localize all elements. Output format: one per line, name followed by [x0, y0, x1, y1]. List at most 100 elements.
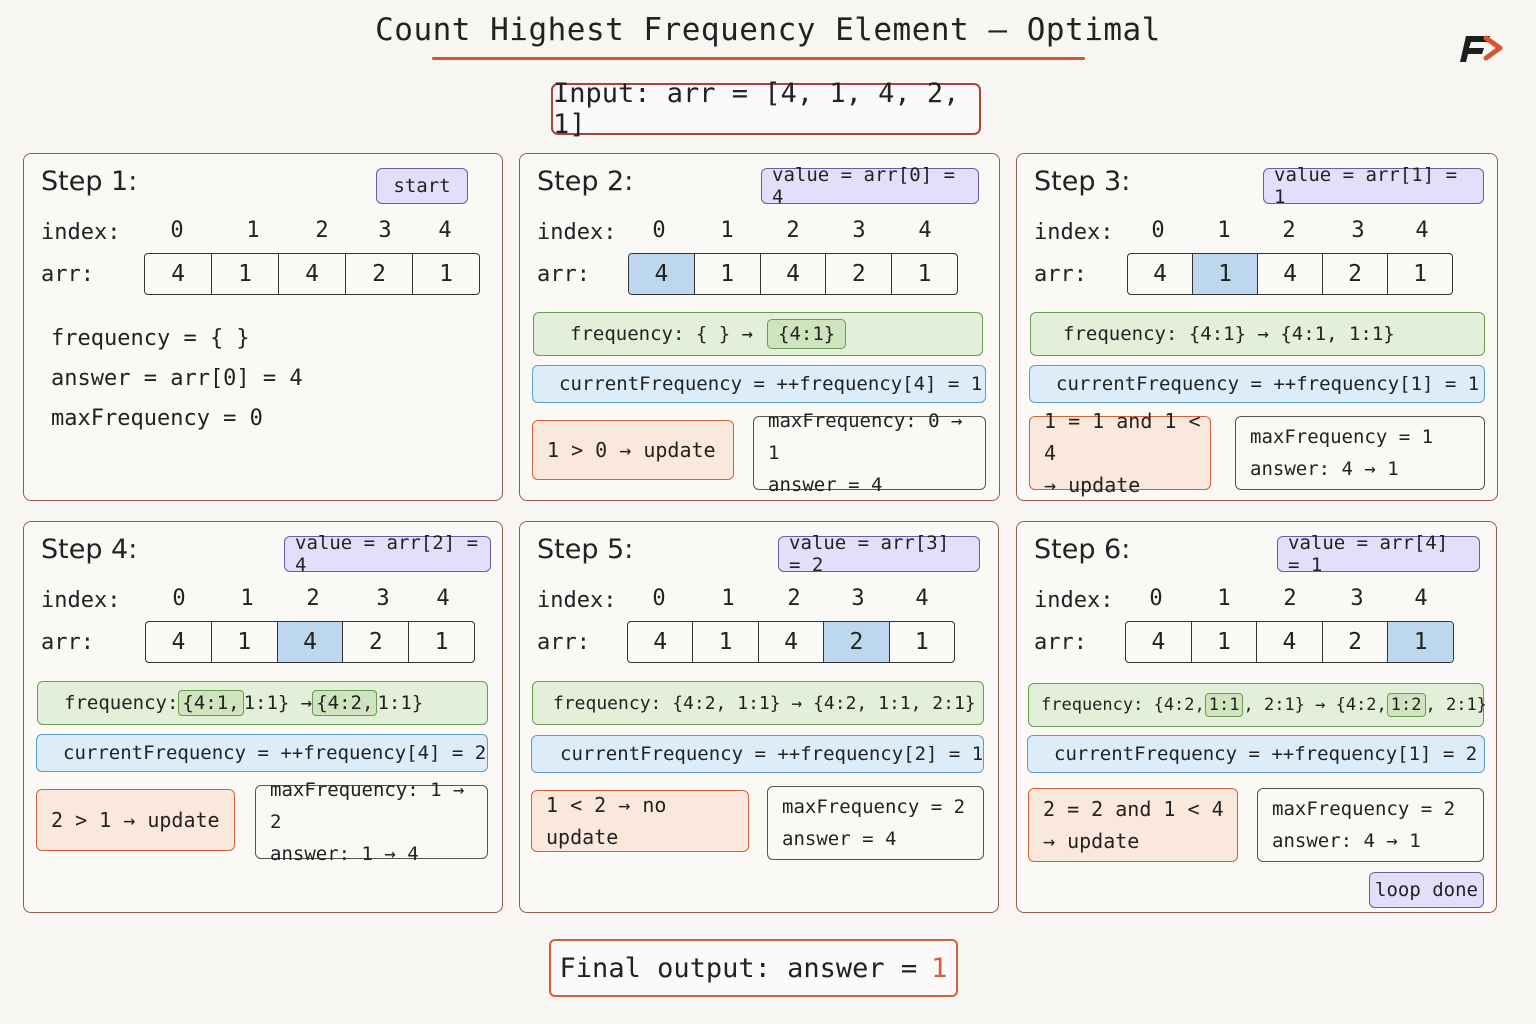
- array-cell: 1: [1413, 261, 1427, 287]
- title-underline: [432, 57, 1085, 60]
- index-label: index:: [41, 588, 121, 613]
- array-cell: 1: [695, 254, 761, 294]
- step-tag: value = arr[4] = 1: [1277, 532, 1480, 576]
- result-line: answer = 4: [782, 828, 897, 850]
- current-frequency-box: currentFrequency = ++frequency[4] = 1: [532, 365, 986, 403]
- condition-box: 2 = 2 and 1 < 4 → update: [1028, 788, 1238, 862]
- array-cells: 4 1 4 2 1: [145, 621, 475, 663]
- result-line: answer: 1 → 4: [270, 843, 419, 865]
- array-cells: 4 1 4 2 1: [628, 253, 958, 295]
- array-cell: 4: [1258, 254, 1323, 294]
- array-cell: 4: [759, 622, 825, 662]
- condition-box: 2 > 1 → update: [36, 789, 235, 851]
- frequency-before: frequency: { } →: [570, 323, 754, 345]
- frequency-after-chip: {4:1}: [767, 319, 847, 349]
- index-3: 3: [1350, 586, 1364, 611]
- brand-logo-icon: [1460, 35, 1503, 62]
- arr-label: arr:: [537, 630, 590, 655]
- condition-box: 1 < 2 → no update: [531, 790, 749, 852]
- index-label: index:: [41, 220, 121, 245]
- frequency-text: , 2:1} → {4:2,: [1243, 695, 1387, 715]
- array-cell: 4: [146, 622, 212, 662]
- array-cell: 2: [343, 622, 410, 662]
- index-1: 1: [246, 218, 260, 243]
- result-line: answer = 4: [768, 474, 883, 496]
- final-output-label: Final output: answer =: [559, 952, 918, 984]
- input-array-box: Input: arr = [4, 1, 4, 2, 1]: [551, 78, 981, 140]
- array-cell: 1: [917, 261, 932, 287]
- index-label: index:: [1034, 588, 1114, 613]
- step-tag: value = arr[3] = 2: [778, 532, 980, 576]
- condition-line: → update: [1044, 473, 1141, 497]
- index-2: 2: [787, 586, 801, 611]
- step-title: Step 4:: [41, 534, 138, 565]
- array-cell-current: 4: [629, 254, 695, 294]
- result-line: maxFrequency: 0 → 1: [768, 410, 963, 464]
- answer-init: answer = arr[0] = 4: [51, 366, 303, 391]
- array-cell: 1: [1192, 622, 1258, 662]
- arr-label: arr:: [41, 262, 94, 287]
- array-cell-current: 1: [1388, 622, 1453, 662]
- result-box: maxFrequency: 1 → 2 answer: 1 → 4: [255, 779, 488, 865]
- condition-line: 2 > 1 → update: [51, 808, 220, 832]
- index-3: 3: [851, 586, 865, 611]
- array-cell: 2: [1323, 254, 1388, 294]
- index-0: 0: [1149, 586, 1163, 611]
- index-1: 1: [1217, 586, 1231, 611]
- frequency-init: frequency = { }: [51, 326, 250, 351]
- index-1: 1: [720, 218, 734, 243]
- array-cells: 4 1 4 2 1: [627, 621, 955, 663]
- current-frequency-box: currentFrequency = ++frequency[2] = 1: [531, 735, 984, 773]
- array-cell: 4: [1257, 622, 1323, 662]
- result-line: maxFrequency = 1: [1250, 426, 1434, 448]
- frequency-text: frequency:: [64, 692, 179, 714]
- index-4: 4: [1414, 586, 1428, 611]
- index-4: 4: [438, 218, 452, 243]
- array-cell: 4: [145, 254, 212, 294]
- index-0: 0: [652, 586, 666, 611]
- array-cells: 4 1 4 2 1: [144, 253, 480, 295]
- index-1: 1: [240, 586, 254, 611]
- max-frequency-init: maxFrequency = 0: [51, 406, 263, 431]
- index-1: 1: [721, 586, 735, 611]
- step-6-panel: Step 6: value = arr[4] = 1 index: arr: 0…: [1016, 521, 1497, 913]
- index-4: 4: [1415, 218, 1429, 243]
- index-2: 2: [315, 218, 329, 243]
- step-tag: start: [376, 168, 468, 204]
- index-2: 2: [1283, 586, 1297, 611]
- page-title: Count Highest Frequency Element — Optima…: [375, 12, 1161, 48]
- index-0: 0: [170, 218, 184, 243]
- arr-label: arr:: [41, 630, 94, 655]
- array-cell: 4: [761, 254, 827, 294]
- condition-line: 1 = 1 and 1 < 4: [1044, 409, 1201, 465]
- array-cell: 1: [212, 254, 279, 294]
- index-3: 3: [1351, 218, 1365, 243]
- step-title: Step 6:: [1034, 534, 1131, 565]
- condition-line: → update: [1043, 829, 1140, 853]
- result-line: maxFrequency = 2: [1272, 798, 1456, 820]
- current-frequency-box: currentFrequency = ++frequency[1] = 1: [1029, 365, 1485, 403]
- step-tag: value = arr[1] = 1: [1263, 164, 1484, 208]
- index-label: index:: [537, 588, 617, 613]
- index-2: 2: [306, 586, 320, 611]
- final-output-value: 1: [931, 952, 948, 984]
- index-2: 2: [786, 218, 800, 243]
- array-cell-current: 4: [277, 622, 344, 662]
- index-label: index:: [537, 220, 617, 245]
- condition-box: 1 > 0 → update: [532, 420, 734, 480]
- index-0: 0: [1151, 218, 1165, 243]
- frequency-box: frequency: {4:2, 1:1} → {4:2, 1:1, 2:1}: [532, 681, 984, 725]
- array-cell: 4: [279, 254, 346, 294]
- condition-line: 2 = 2 and 1 < 4: [1043, 797, 1224, 821]
- step-title: Step 3:: [1034, 166, 1131, 197]
- frequency-text: frequency: {4:2,: [1041, 695, 1205, 715]
- frequency-chip: {4:1,: [178, 690, 244, 716]
- step-2-panel: Step 2: value = arr[0] = 4 index: arr: 0…: [519, 153, 1000, 501]
- result-line: answer: 4 → 1: [1272, 830, 1421, 852]
- index-label: index:: [1034, 220, 1114, 245]
- current-frequency-box: currentFrequency = ++frequency[4] = 2: [36, 734, 488, 772]
- result-line: answer: 4 → 1: [1250, 458, 1399, 480]
- index-3: 3: [852, 218, 866, 243]
- arr-label: arr:: [537, 262, 590, 287]
- array-cell: 2: [1323, 622, 1389, 662]
